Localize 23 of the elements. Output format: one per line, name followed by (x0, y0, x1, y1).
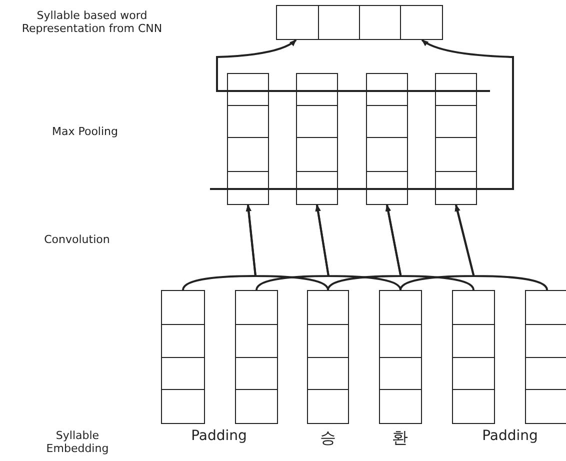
vector-box (296, 73, 338, 205)
vector-box (435, 73, 477, 205)
token-label: Padding (190, 428, 248, 445)
vector-box (276, 5, 443, 40)
arrow (216, 39, 490, 92)
arrow (385, 204, 474, 290)
vector-box (366, 73, 408, 205)
syllable-label: 승 (319, 428, 337, 448)
vector-box (379, 290, 422, 424)
layer-label: Max Pooling (50, 125, 119, 138)
layer-label: Convolution (43, 233, 111, 246)
vector-box (227, 73, 269, 205)
arrow (454, 204, 548, 290)
arrow (210, 39, 514, 190)
vector-box (307, 290, 349, 424)
vector-box (235, 290, 278, 424)
vector-box (452, 290, 495, 424)
layer-label: Syllable Embedding (45, 429, 110, 456)
vector-box (525, 290, 566, 424)
layer-label: Syllable based word Representation from CNN (20, 9, 164, 36)
syllable-label: 환 (391, 428, 409, 448)
token-label: Padding (481, 428, 539, 445)
vector-box (161, 290, 205, 424)
